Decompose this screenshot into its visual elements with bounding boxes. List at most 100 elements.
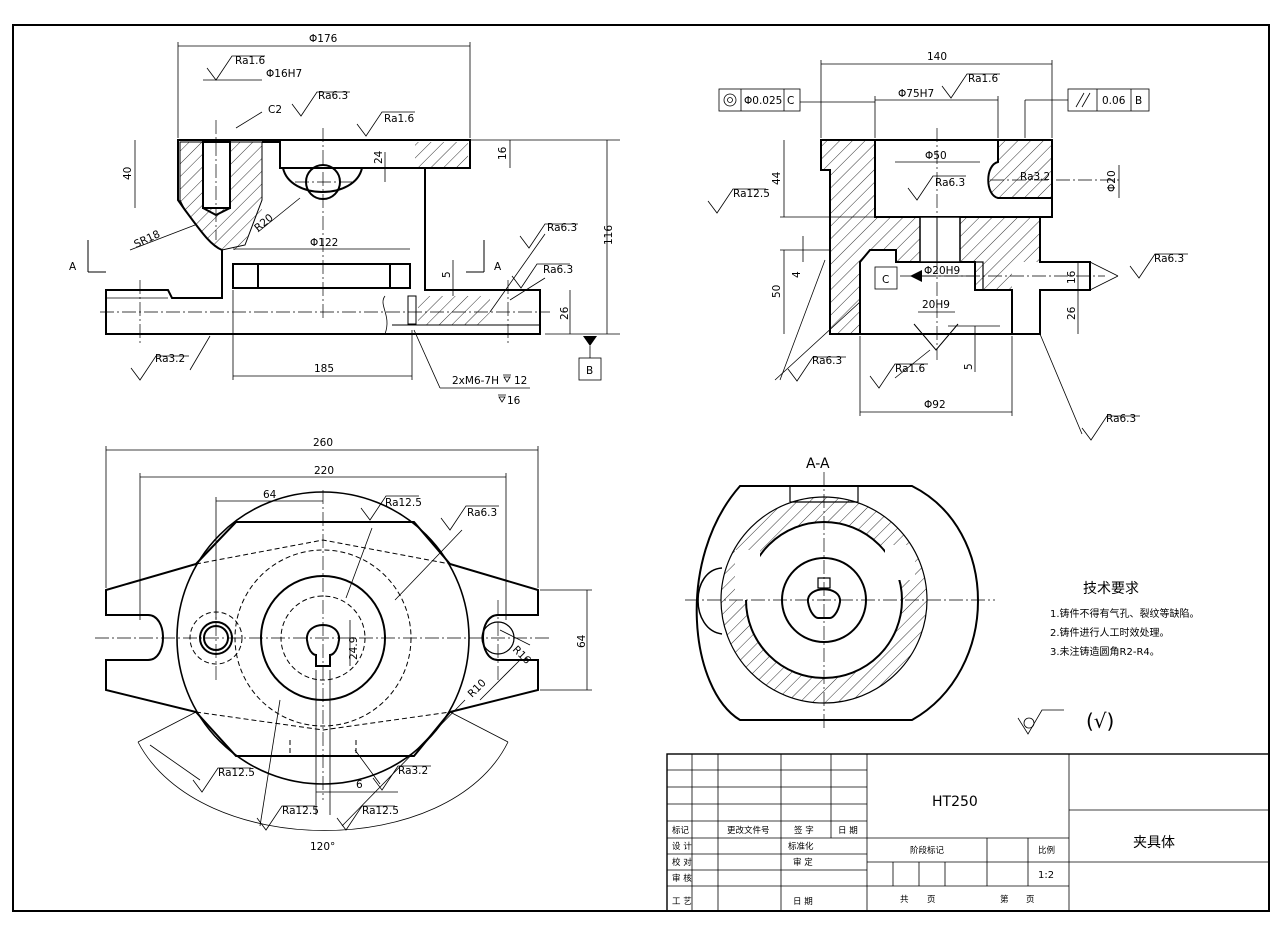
dim-d220: 220 xyxy=(314,465,334,477)
tb-label-review: 审 定 xyxy=(793,857,813,868)
dim-d16: 16 xyxy=(1066,270,1078,284)
roughness-ra63-b: Ra6.3 xyxy=(547,222,577,234)
section-mark-left: A xyxy=(69,261,77,273)
roughness-ra125-d: Ra12.5 xyxy=(362,805,399,817)
parallelism-datum: B xyxy=(1135,95,1142,107)
dim-d75h7: Φ75H7 xyxy=(898,88,934,100)
tb-label-audit: 审 核 xyxy=(672,873,692,884)
dim-d44: 44 xyxy=(771,171,783,185)
section-mark-right: A xyxy=(494,261,502,273)
dim-d4: 4 xyxy=(791,271,803,278)
tech-req-title: 技术要求 xyxy=(1083,581,1139,597)
roughness-ra63-left: Ra6.3 xyxy=(812,355,842,367)
dim-d50: 50 xyxy=(771,285,783,298)
dim-r16: R16 xyxy=(510,644,533,667)
roughness-general-symbol xyxy=(1017,709,1064,735)
tb-label-design: 设 计 xyxy=(672,841,692,852)
roughness-ra125: Ra12.5 xyxy=(733,188,770,200)
tb-label-date2: 日 期 xyxy=(793,897,813,907)
dim-d50-diameter: Φ50 xyxy=(925,150,947,162)
depth-icon xyxy=(503,374,511,383)
dim-d20h9: Φ20H9 xyxy=(924,265,960,277)
dim-d176: Φ176 xyxy=(309,33,338,45)
dim-d16h7: Φ16H7 xyxy=(266,68,302,80)
roughness-ra63-right: Ra6.3 xyxy=(1154,253,1184,265)
roughness-ra16-b: Ra1.6 xyxy=(384,113,415,125)
roughness-ra16-top: Ra1.6 xyxy=(968,73,999,85)
dim-d5: 5 xyxy=(441,271,453,278)
thread-depth-12: 12 xyxy=(514,375,527,387)
tb-label-standardize: 标准化 xyxy=(788,841,814,852)
dim-d26: 26 xyxy=(1066,306,1078,320)
side-view: 140 Φ0.025 C Φ75H7 Ra1.6 0.06 B Ra12.5 4… xyxy=(707,51,1188,441)
dim-d260: 260 xyxy=(313,437,333,449)
roughness-ra63: Ra6.3 xyxy=(467,507,497,519)
dim-d140: 140 xyxy=(927,51,947,63)
dim-angle-120: 120° xyxy=(310,841,335,853)
general-finish-note: (√) xyxy=(1086,709,1114,733)
dim-d64-right: 64 xyxy=(576,634,588,648)
datum-c-label: C xyxy=(882,274,889,286)
top-view: 260 220 64 Ra12.5 Ra6.3 24.9 R16 R10 64 … xyxy=(95,437,592,853)
dim-d16: 16 xyxy=(497,146,509,160)
tech-req-item-1: 1.铸件不得有气孔、裂纹等缺陷。 xyxy=(1050,607,1200,620)
depth-icon-2 xyxy=(498,394,506,403)
dim-d185: 185 xyxy=(314,363,334,375)
tb-part-name: 夹具体 xyxy=(1133,835,1175,851)
tb-label-sheet2: 页 xyxy=(1026,895,1035,905)
thread-spec: 2xM6-7H xyxy=(452,375,499,387)
dim-d249: 24.9 xyxy=(348,637,360,660)
tb-scale-value: 1:2 xyxy=(1038,870,1054,881)
dim-d64: 64 xyxy=(263,489,277,501)
datum-b-label: B xyxy=(586,365,593,377)
tb-label-date: 日 期 xyxy=(838,826,858,836)
tb-label-check: 校 对 xyxy=(672,857,692,868)
technical-requirements: 技术要求 1.铸件不得有气孔、裂纹等缺陷。 2.铸件进行人工时效处理。 3.未注… xyxy=(1017,581,1200,735)
tb-label-part-sheet: 第 xyxy=(1000,894,1009,905)
roughness-ra63-bottom-right: Ra6.3 xyxy=(1106,413,1136,425)
dim-d122: Φ122 xyxy=(310,237,338,249)
front-view: Φ176 Ra1.6 Φ16H7 Ra6.3 C2 Ra1.6 40 24 16… xyxy=(69,33,620,407)
tb-label-change-doc: 更改文件号 xyxy=(727,825,770,836)
tb-label-signature: 签 字 xyxy=(794,825,814,836)
roughness-ra32: Ra3.2 xyxy=(1020,171,1050,183)
dim-d92: Φ92 xyxy=(924,399,946,411)
tech-req-item-2: 2.铸件进行人工时效处理。 xyxy=(1050,626,1170,639)
roughness-ra32: Ra3.2 xyxy=(155,353,185,365)
dim-sr18: SR18 xyxy=(132,228,162,250)
tb-label-sheet: 页 xyxy=(927,895,936,905)
dim-d116: 116 xyxy=(603,225,615,245)
roughness-ra63-c: Ra6.3 xyxy=(543,264,573,276)
coaxiality-datum: C xyxy=(787,95,794,107)
roughness-ra63-in: Ra6.3 xyxy=(935,177,965,189)
dim-d6: 6 xyxy=(356,779,363,791)
dim-d26: 26 xyxy=(559,306,571,320)
title-block: 标记 更改文件号 签 字 日 期 设 计 标准化 校 对 审 定 审 核 工 艺… xyxy=(666,753,1270,912)
tb-label-total: 共 xyxy=(900,895,909,905)
tb-label-stage-mark: 阶段标记 xyxy=(910,845,945,856)
roughness-ra32: Ra3.2 xyxy=(398,765,428,777)
drawing-border xyxy=(12,24,1270,912)
tb-label-process: 工 艺 xyxy=(672,897,692,907)
dim-d5: 5 xyxy=(963,363,975,370)
dim-w20h9: 20H9 xyxy=(922,299,950,311)
tb-material: HT250 xyxy=(932,794,978,810)
dim-r10: R10 xyxy=(466,677,489,700)
roughness-ra16-a: Ra1.6 xyxy=(235,55,266,67)
dim-c2: C2 xyxy=(268,104,282,116)
roughness-ra16-bottom: Ra1.6 xyxy=(895,363,926,375)
dim-d24: 24 xyxy=(373,150,385,164)
drill-depth-16: 16 xyxy=(507,395,521,407)
coaxiality-tolerance: Φ0.025 xyxy=(744,95,782,107)
tb-label-mark: 标记 xyxy=(672,825,690,836)
roughness-ra63-a: Ra6.3 xyxy=(318,90,348,102)
parallelism-tolerance: 0.06 xyxy=(1102,95,1126,107)
roughness-ra125-b: Ra12.5 xyxy=(218,767,255,779)
tb-label-scale: 比例 xyxy=(1038,845,1055,856)
dim-d20: Φ20 xyxy=(1106,170,1118,192)
tech-req-item-3: 3.未注铸造圆角R2-R4。 xyxy=(1050,645,1160,658)
roughness-ra125-c: Ra12.5 xyxy=(282,805,319,817)
roughness-ra125-a: Ra12.5 xyxy=(385,497,422,509)
dim-d40: 40 xyxy=(122,167,134,180)
